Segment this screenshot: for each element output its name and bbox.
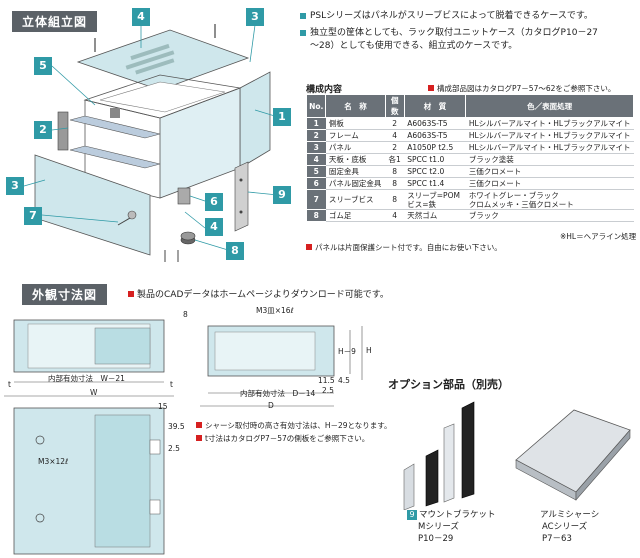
table-row: 3 パネル 2 A1050P t2.5 HLシルバーアルマイト・HLブラックアル… [306,141,634,154]
red-mark [128,291,134,297]
exploded-assembly-drawing [23,24,279,262]
aluminum-chassis-image [515,409,631,501]
col-color: 色／表面処理 [465,94,634,118]
col-no: No. [305,94,327,118]
dim-n8: 8 [183,310,188,319]
dimensions-title: 外観寸法図 [22,284,108,305]
protect-note: パネルは片面保護シート付です。自由にお使い下さい。 [306,242,502,253]
dim-25: 2.5 [322,386,334,395]
red-mark [196,435,202,441]
dim-h: H [366,346,372,355]
dim-note-1: シャーシ取付時の高さ有効寸法は、H－29となります。 [196,420,392,431]
dim-t-left: t [8,380,11,389]
red-mark [428,85,434,91]
table-row: 1 側板 2 A6063S-T5 HLシルバーアルマイト・HLブラックアルマイト [306,117,634,130]
dim-115: 11.5 [318,376,335,385]
label-5: 5 [34,57,52,75]
intro-line-2: 独立型の筐体としても、ラック取付ユニットケース（カタログP10－27 [300,27,598,39]
assembly-title: 立体組立図 [12,11,98,32]
dim-395: 39.5 [168,422,185,431]
label-3-top: 3 [246,8,264,26]
chassis-name: アルミシャーシ [540,510,600,520]
options-title: オプション部品（別売） [388,378,509,391]
chassis-series: ACシリーズ [542,522,588,532]
bracket-page: P10－29 [418,534,454,544]
dim-h9: H－9 [338,347,356,356]
label-8: 8 [226,242,244,260]
dim-45: 4.5 [338,376,350,385]
dim-note-2: t寸法はカタログP7－57の側板をご参照下さい。 [196,433,369,444]
table-row: 4 天板・底板 各1 SPCC t1.0 ブラック塗装 [306,153,634,166]
col-name: 名 称 [325,94,386,118]
dim-d: D [268,401,274,410]
dimension-drawing [4,319,363,555]
dim-m3: M3皿×16ℓ [256,306,294,315]
table-row: 8 ゴム足 4 天然ゴム ブラック [306,209,634,222]
dim-t-right: t [170,380,173,389]
col-material: 材 質 [403,94,467,118]
intro-line-3: ～28）としても使用できる、組立式のケースです。 [310,41,518,51]
dim-w: W [90,388,98,397]
dim-w-inner: 内部有効寸法 W－21 [48,374,125,383]
label-1: 1 [273,108,291,126]
table-row: 5 固定金具 8 SPCC t2.0 三価クロメート [306,165,634,178]
label-4-top: 4 [132,8,150,26]
bracket-series: Mシリーズ [418,522,459,532]
composition-title: 構成内容 [306,85,343,95]
red-mark [306,244,312,250]
bullet-mark [300,12,306,19]
table-header: No. 名 称 個数 材 質 色／表面処理 [305,94,634,118]
mount-bracket-image [403,401,475,510]
chassis-page: P7－63 [542,534,572,544]
label-4-bottom: 4 [205,218,223,236]
dim-d-inner: 内部有効寸法 D－14 [240,389,316,398]
bracket-badge: 9 [407,510,417,520]
cad-note: 製品のCADデータはホームページよりダウンロード可能です。 [128,287,389,300]
label-6: 6 [205,193,223,211]
red-mark [196,422,202,428]
label-2: 2 [34,121,52,139]
label-3-front: 3 [6,177,24,195]
hl-note: ※HL＝ヘアライン処理 [560,232,637,241]
table-row: 6 パネル固定金具 8 SPCC t1.4 三価クロメート [306,177,634,190]
intro-line-1: PSLシリーズはパネルがスリーブビスによって脱着できるケースです。 [300,10,593,22]
col-qty: 個数 [384,94,405,118]
label-9: 9 [273,186,291,204]
label-7: 7 [24,207,42,225]
composition-table: No. 名 称 個数 材 質 色／表面処理 1 側板 2 A6063S-T5 H… [305,94,634,222]
composition-note: 構成部品図はカタログP7－57～62をご参照下さい。 [428,83,615,94]
dim-15: 15 [158,402,168,411]
dim-m3b: M3×12ℓ [38,457,69,466]
dim-25b: 2.5 [168,444,180,453]
bullet-mark [300,29,306,36]
table-row: 2 フレーム 4 A6063S-T5 HLシルバーアルマイト・HLブラックアルマ… [306,129,634,142]
